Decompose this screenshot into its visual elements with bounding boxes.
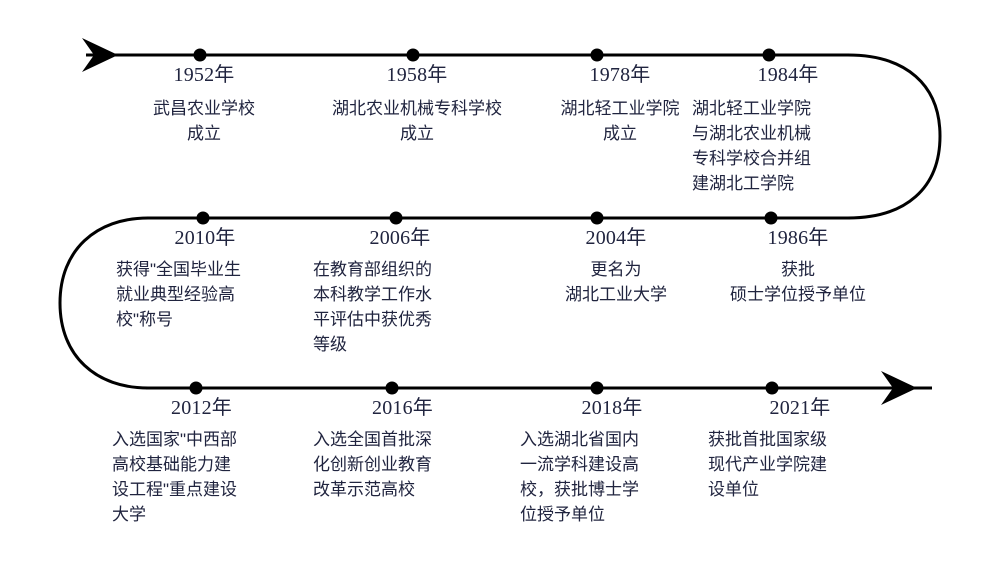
timeline-dot: [189, 381, 203, 395]
timeline-year-label: 1986年: [767, 227, 829, 249]
timeline-node-2016[interactable]: 2016年 入选全国首批深 化创新创业教育 改革示范高校: [305, 395, 500, 502]
timeline-node-1978[interactable]: 1978年 湖北轻工业学院 成立: [520, 62, 720, 146]
timeline-year-label: 2018年: [581, 397, 643, 419]
timeline-desc-text: 在教育部组织的 本科教学工作水 平评估中获优秀 等级: [313, 260, 432, 354]
timeline-year-label: 1952年: [173, 64, 235, 86]
timeline-year-label: 1958年: [386, 64, 448, 86]
timeline-dot: [590, 381, 604, 395]
timeline-node-2012[interactable]: 2012年 入选国家"中西部 高校基础能力建 设工程"重点建设 大学: [104, 395, 299, 527]
timeline-node-2006[interactable]: 2006年 在教育部组织的 本科教学工作水 平评估中获优秀 等级: [305, 225, 495, 357]
timeline-year-label: 2006年: [369, 227, 431, 249]
timeline-node-1952[interactable]: 1952年 武昌农业学校 成立: [104, 62, 304, 146]
timeline-dot: [406, 48, 420, 62]
timeline-dot: [590, 48, 604, 62]
timeline-node-2021[interactable]: 2021年 获批首批国家级 现代产业学院建 设单位: [700, 395, 900, 502]
timeline-node-2010[interactable]: 2010年 获得"全国毕业生 就业典型经验高 校"称号: [110, 225, 300, 332]
timeline-desc-text: 获得"全国毕业生 就业典型经验高 校"称号: [116, 260, 242, 329]
timeline-desc-text: 湖北轻工业学院 与湖北农业机械 专科学校合并组 建湖北工学院: [692, 99, 811, 193]
timeline-year-label: 2016年: [372, 397, 433, 419]
timeline-desc-text: 获批首批国家级 现代产业学院建 设单位: [708, 430, 827, 499]
timeline-year-label: 2021年: [769, 397, 831, 419]
timeline-node-1986[interactable]: 1986年 获批 硕士学位授予单位: [700, 225, 896, 307]
timeline-dot: [193, 48, 207, 62]
timeline-year-label: 2012年: [171, 397, 232, 419]
timeline-desc-text: 武昌农业学校 成立: [153, 99, 255, 143]
timeline-dot: [762, 48, 776, 62]
timeline-dot: [764, 211, 778, 225]
timeline-dot: [590, 211, 604, 225]
timeline-year-label: 2004年: [585, 227, 647, 249]
timeline-desc-text: 获批 硕士学位授予单位: [730, 260, 866, 304]
timeline-node-2004[interactable]: 2004年 更名为 湖北工业大学: [518, 225, 714, 307]
timeline-node-1958[interactable]: 1958年 湖北农业机械专科学校 成立: [302, 62, 532, 146]
timeline-desc-text: 湖北轻工业学院 成立: [560, 99, 680, 143]
timeline-desc-text: 入选国家"中西部 高校基础能力建 设工程"重点建设 大学: [112, 430, 238, 524]
timeline-year-label: 2010年: [174, 227, 236, 249]
timeline-desc-text: 更名为 湖北工业大学: [565, 260, 667, 304]
timeline-year-label: 1984年: [757, 64, 819, 86]
timeline-dot: [385, 381, 399, 395]
timeline-desc-text: 入选湖北省国内 一流学科建设高 校，获批博士学 位授予单位: [520, 430, 639, 524]
timeline-year-label: 1978年: [589, 64, 651, 86]
timeline-desc-text: 湖北农业机械专科学校 成立: [332, 99, 502, 143]
timeline-dot: [389, 211, 403, 225]
timeline-node-2018[interactable]: 2018年 入选湖北省国内 一流学科建设高 校，获批博士学 位授予单位: [512, 395, 712, 527]
timeline-desc-text: 入选全国首批深 化创新创业教育 改革示范高校: [313, 430, 432, 499]
timeline-dot: [196, 211, 210, 225]
timeline-node-1984[interactable]: 1984年 湖北轻工业学院 与湖北农业机械 专科学校合并组 建湖北工学院: [688, 62, 888, 196]
timeline-dot: [765, 381, 779, 395]
